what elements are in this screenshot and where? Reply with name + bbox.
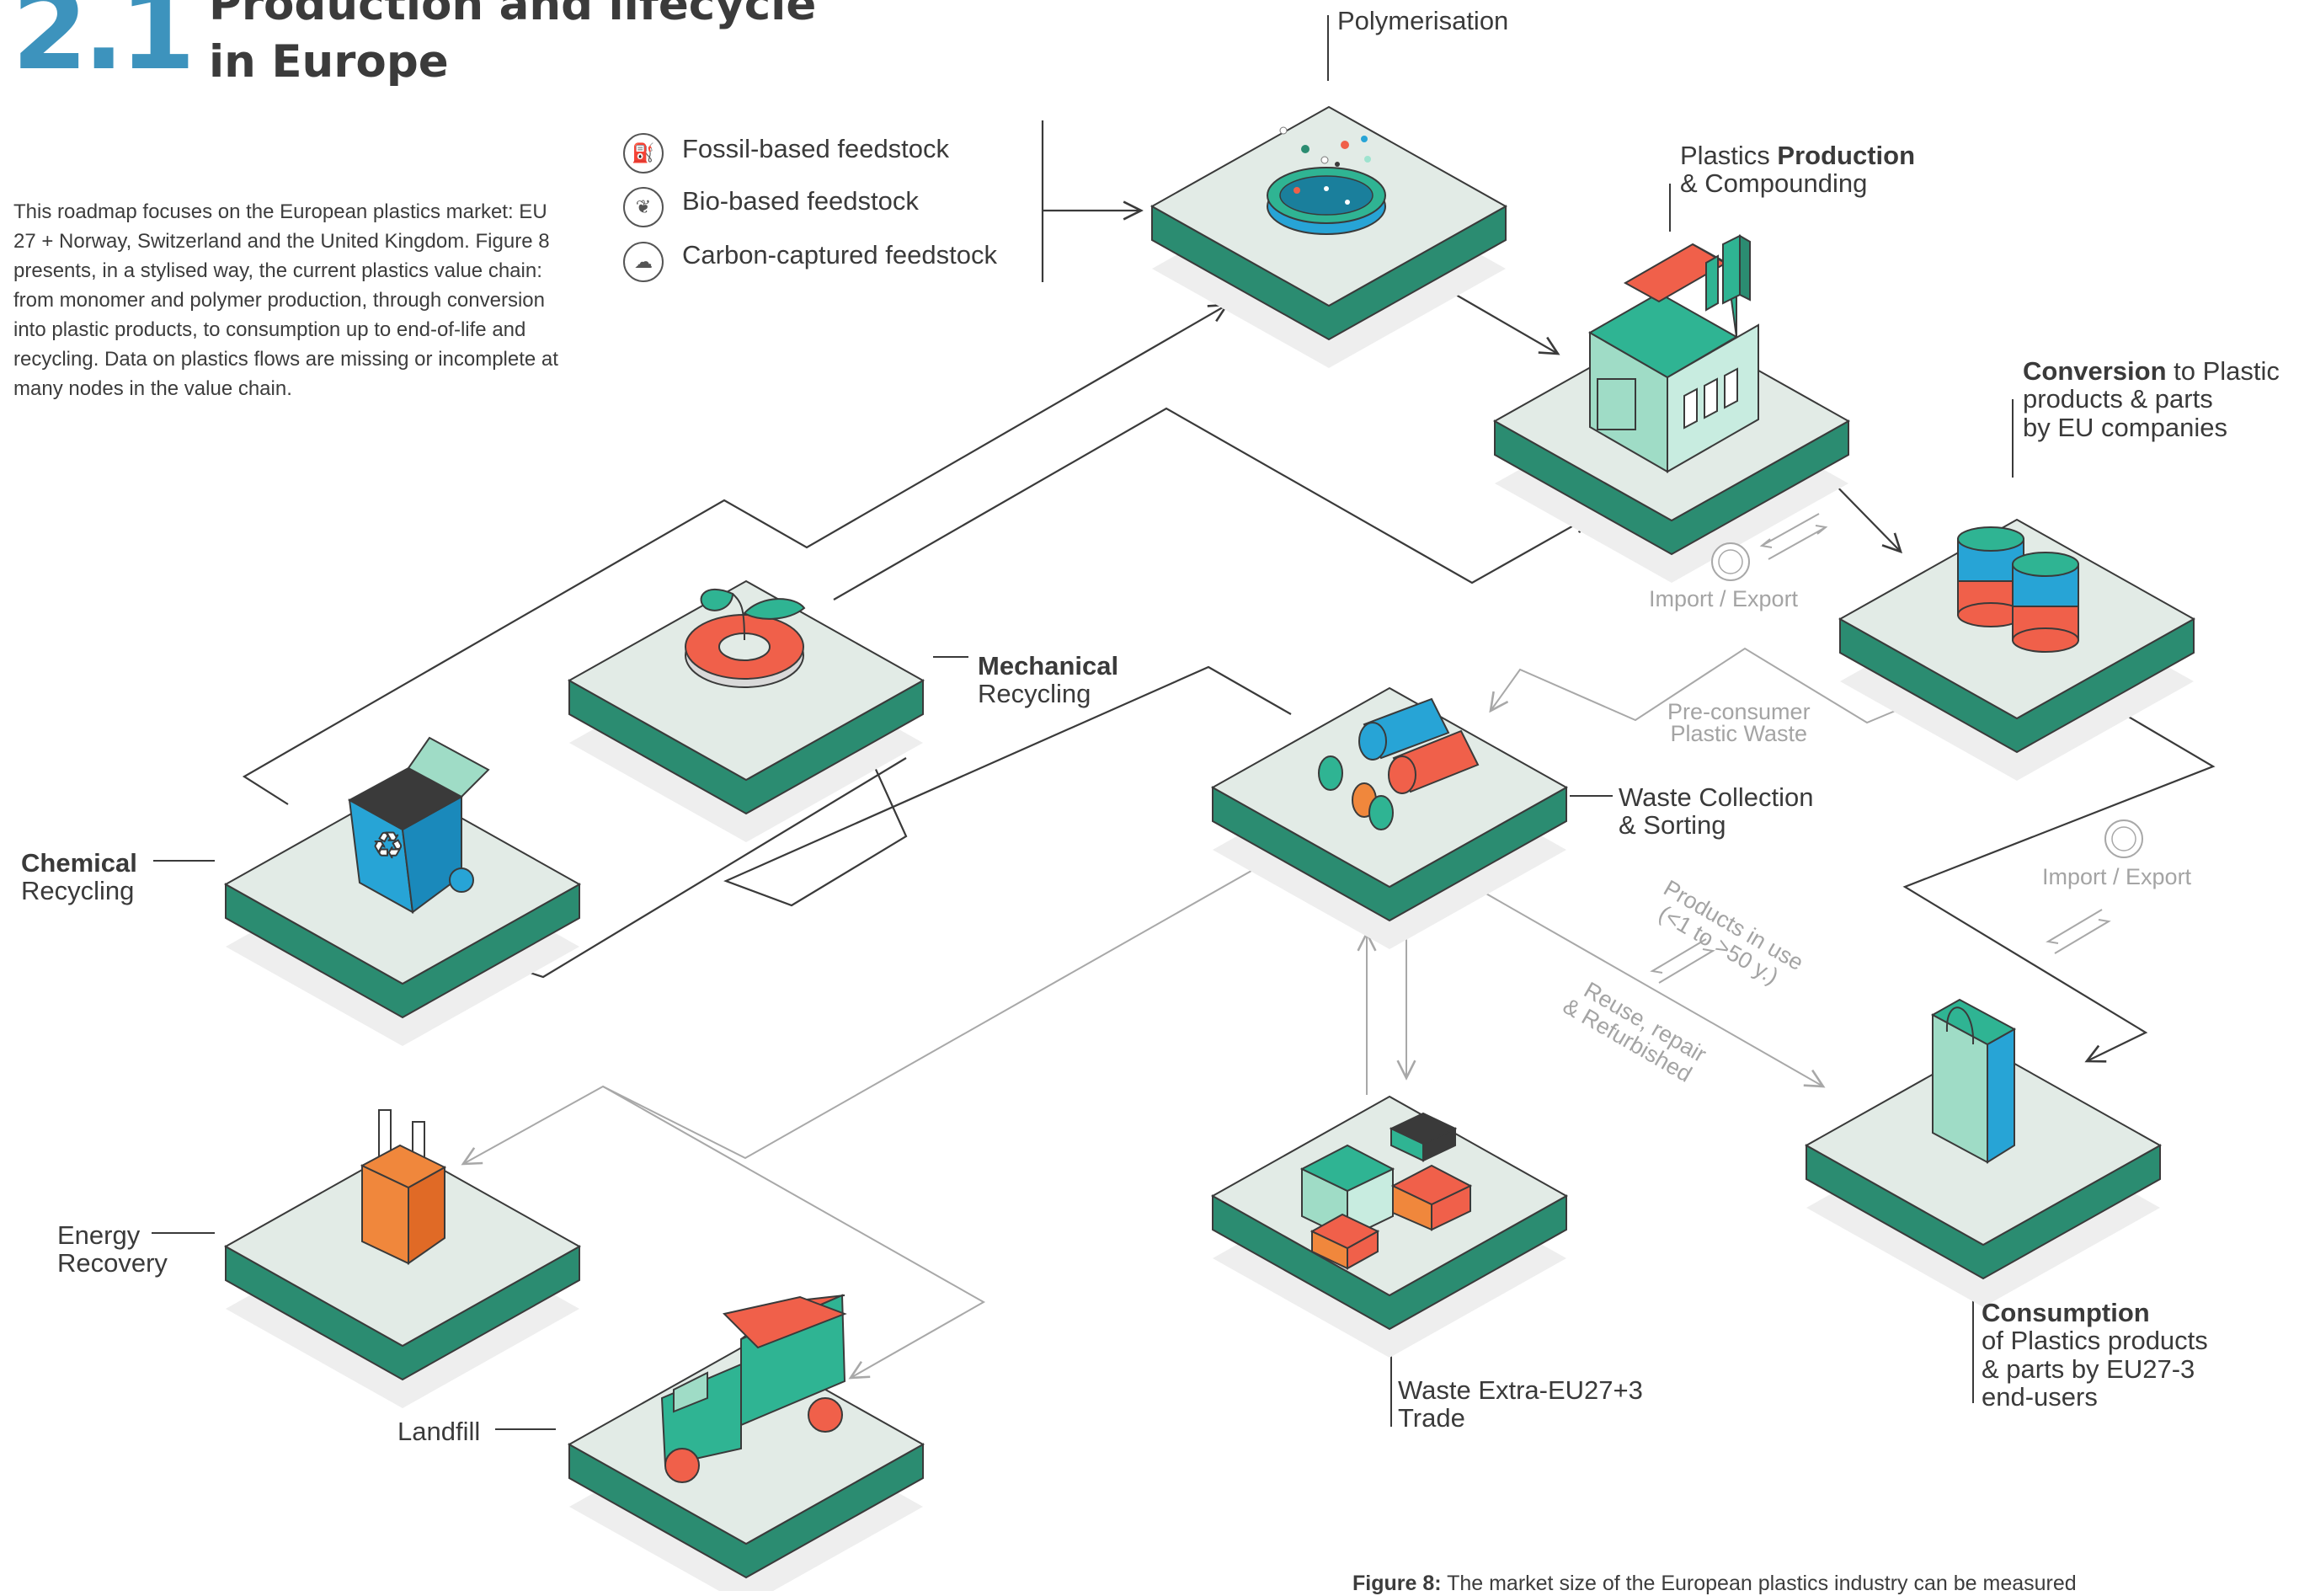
label-conversion-line3: by EU companies <box>2023 412 2227 442</box>
pipes-illustration <box>1318 697 1480 830</box>
caption-bold: Figure 8: <box>1352 1572 1442 1595</box>
feedstock-bio: Bio-based feedstock <box>682 186 919 216</box>
flow-preconsumer-waste <box>1491 647 1914 724</box>
label-mechanical: Mechanical Recycling <box>978 652 1118 708</box>
flow-chemical-to-polymerisation <box>242 305 1227 805</box>
label-consumption-bold: Consumption <box>1982 1298 2150 1327</box>
label-waste-trade: Waste Extra-EU27+3 Trade <box>1398 1376 1643 1433</box>
label-chemical-line1: Chemical <box>21 848 137 878</box>
flow-collection-to-consumption <box>1466 882 1823 1086</box>
label-chemical: Chemical Recycling <box>21 849 137 905</box>
oil-drop-icon: ⛽ <box>623 133 664 173</box>
label-waste-collection: Waste Collection & Sorting <box>1619 783 1813 840</box>
flow-collection-to-energy <box>463 863 1264 1164</box>
recycling-bin-illustration: ♻ <box>347 736 490 914</box>
flow-mechanical-to-production <box>833 407 1590 601</box>
label-energy-line2: Recovery <box>57 1248 168 1278</box>
leaf-icon: ❦ <box>623 187 664 227</box>
flow-to-landfill <box>602 1086 986 1378</box>
label-production-line2: & Compounding <box>1680 168 1868 199</box>
label-landfill: Landfill <box>397 1417 481 1446</box>
leader-lines <box>152 15 2014 1430</box>
page-title-line1: Production and lifecycle <box>209 0 817 30</box>
boxes-illustration <box>1299 1112 1473 1270</box>
label-consumption-line2: of Plastics products <box>1982 1326 2208 1356</box>
label-production-part1: Plastics <box>1680 141 1778 170</box>
tile-landfill <box>567 1343 925 1591</box>
tile-waste-collection <box>1210 686 1569 949</box>
label-waste-trade-line1: Waste Extra-EU27+3 <box>1398 1375 1643 1405</box>
label-import-export-1: Import / Export <box>1649 586 1799 611</box>
label-waste-collection-line2: & Sorting <box>1619 810 1726 841</box>
label-pre-consumer-line1: Pre-consumer <box>1667 699 1811 724</box>
globe-icon-2 <box>2104 819 2143 858</box>
truck-illustration <box>660 1294 847 1483</box>
gear-sprout-illustration <box>685 588 806 688</box>
label-energy-recovery: Energy Recovery <box>57 1221 168 1278</box>
bidir-arrow-2 <box>2046 909 2111 954</box>
label-conversion-line2: products & parts <box>2023 384 2213 414</box>
flow-feedstock-to-polymerisation <box>1041 120 1141 282</box>
barrels-illustration <box>1957 526 2079 653</box>
label-import-export-2: Import / Export <box>2042 864 2192 889</box>
caption-text: The market size of the European plastics… <box>1441 1572 2077 1595</box>
bidir-arrow-3 <box>1650 938 1715 984</box>
figure-caption: Figure 8: The market size of the Europea… <box>1352 1572 2077 1596</box>
label-production: Plastics Production & Compounding <box>1680 141 1915 198</box>
label-mechanical-line2: Recycling <box>978 679 1091 709</box>
label-waste-collection-line1: Waste Collection <box>1619 782 1814 812</box>
label-pre-consumer: Pre-consumer Plastic Waste <box>1667 701 1811 745</box>
label-conversion-part1: to Plastic <box>2166 356 2280 386</box>
label-polymerisation: Polymerisation <box>1337 6 1509 35</box>
label-energy-line1: Energy <box>57 1220 141 1250</box>
label-pre-consumer-line2: Plastic Waste <box>1670 721 1808 747</box>
feedstock-fossil: Fossil-based feedstock <box>682 134 950 163</box>
tile-waste-trade <box>1210 1095 1569 1358</box>
flow-collection-to-mechanical <box>723 665 1292 907</box>
energy-plant-illustration <box>360 1109 447 1265</box>
flow-lines-grey <box>463 513 2111 1378</box>
section-number: 2.1 <box>12 0 195 94</box>
cloud-co2-icon: ☁ <box>623 242 664 282</box>
label-consumption-line4: end-users <box>1982 1382 2098 1412</box>
label-mechanical-line1: Mechanical <box>978 651 1119 681</box>
shopping-bag-illustration <box>1930 998 2017 1164</box>
label-chemical-line2: Recycling <box>21 876 135 906</box>
svg-text:♻: ♻ <box>372 825 404 866</box>
label-waste-trade-line2: Trade <box>1398 1403 1465 1433</box>
label-conversion: Conversion to Plastic products & parts b… <box>2023 357 2280 441</box>
feedstock-carbon: Carbon-captured feedstock <box>682 240 997 270</box>
polymerisation-illustration <box>1267 126 1386 235</box>
factory-illustration <box>1587 234 1759 473</box>
page-title-line2: in Europe <box>209 35 449 88</box>
label-consumption-line3: & parts by EU27-3 <box>1982 1353 2195 1384</box>
flow-polymerisation-to-production <box>1449 291 1558 354</box>
intro-paragraph: This roadmap focuses on the European pla… <box>13 200 558 401</box>
label-conversion-bold: Conversion <box>2023 356 2167 386</box>
bidir-arrow-1 <box>1759 513 1828 560</box>
tile-polymerisation <box>1150 105 1508 368</box>
flow-conversion-to-consumption <box>1902 703 2216 1061</box>
page-title: Production and lifecycle in Europe <box>209 0 816 91</box>
label-production-bold: Production <box>1777 141 1916 170</box>
globe-icon-1 <box>1711 542 1750 581</box>
label-consumption: Consumption of Plastics products & parts… <box>1982 1299 2208 1412</box>
